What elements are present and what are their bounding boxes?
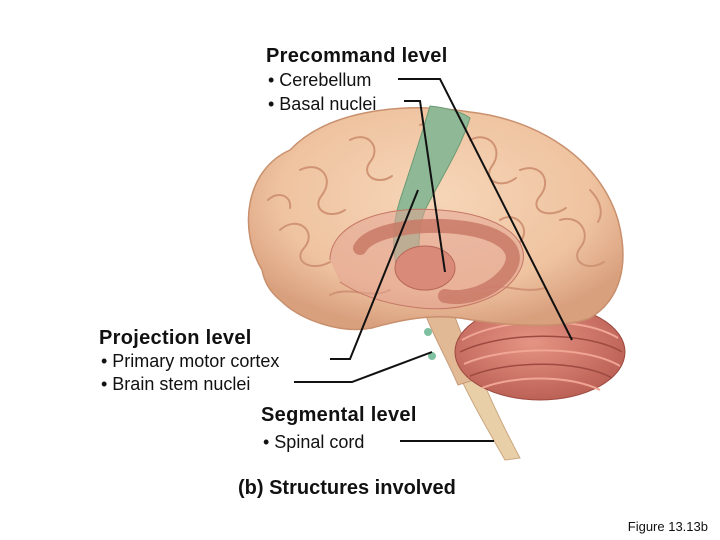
figure-number: Figure 13.13b (627, 519, 708, 534)
segmental-level-heading: Segmental level (261, 404, 417, 426)
label-primary-motor-cortex: • Primary motor cortex (101, 351, 280, 371)
basal-nuclei (329, 208, 524, 310)
figure-caption: (b) Structures involved (238, 477, 456, 499)
label-spinal-cord: • Spinal cord (263, 432, 365, 452)
precommand-level-heading: Precommand level (266, 45, 448, 67)
leader-lines (294, 78, 573, 442)
label-cerebellum: • Cerebellum (268, 70, 372, 90)
label-basal-nuclei: • Basal nuclei (268, 94, 377, 114)
projection-level-heading: Projection level (99, 327, 252, 349)
brain-stem-nuclei (424, 328, 436, 360)
cerebellum (454, 303, 626, 401)
label-brain-stem-nuclei: • Brain stem nuclei (101, 374, 251, 394)
